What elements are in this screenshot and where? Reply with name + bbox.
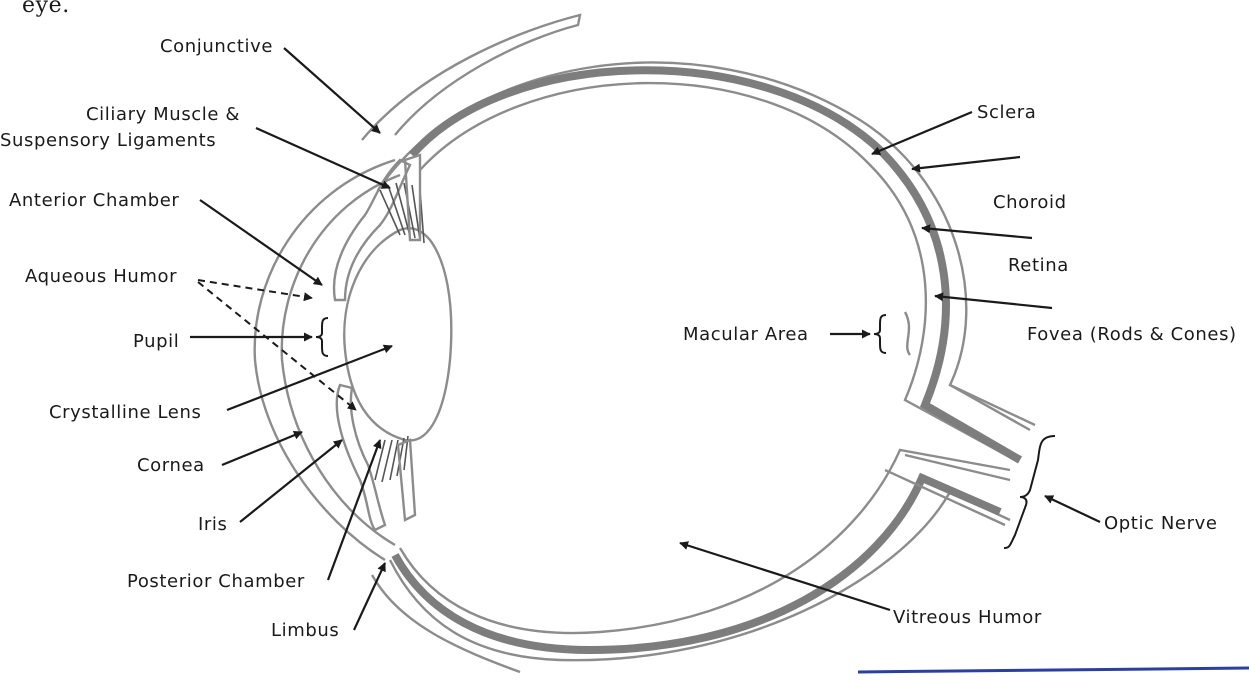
label-optic-nerve: Optic Nerve <box>1104 513 1218 534</box>
label-retina: Retina <box>1008 255 1069 276</box>
label-ciliary-line1: Ciliary Muscle & <box>86 104 240 125</box>
brace-pupil <box>316 318 328 356</box>
arrow-fovea <box>935 296 1052 308</box>
label-sclera: Sclera <box>977 102 1036 123</box>
arrow-posterior-chamber <box>328 440 380 580</box>
label-choroid: Choroid <box>993 192 1067 213</box>
cornea-inner <box>282 175 400 545</box>
arrow-anterior-chamber <box>200 200 322 285</box>
crystalline-lens <box>344 228 451 440</box>
label-posterior-chamber: Posterior Chamber <box>127 571 305 592</box>
arrow-optic-nerve <box>1045 496 1100 522</box>
arrow-ciliary <box>256 128 390 188</box>
brace-macular-area <box>874 315 886 353</box>
arrow-sclera <box>872 112 972 154</box>
caption-fragment: eye. <box>22 0 70 18</box>
macula-dip <box>905 312 910 355</box>
label-pupil: Pupil <box>133 331 179 352</box>
arrow-limbus <box>354 563 385 630</box>
bottom-rule <box>858 668 1249 672</box>
label-macular-area: Macular Area <box>683 324 809 345</box>
arrow-vitreous-humor <box>680 543 890 610</box>
label-ciliary-line2: Suspensory Ligaments <box>0 130 216 151</box>
arrow-choroid <box>912 157 1020 169</box>
label-anterior-chamber: Anterior Chamber <box>9 190 179 211</box>
label-fovea: Fovea (Rods & Cones) <box>1027 324 1237 345</box>
label-aqueous-humor: Aqueous Humor <box>25 266 177 287</box>
optic-nerve-top <box>950 385 1035 425</box>
label-limbus: Limbus <box>271 620 339 641</box>
label-vitreous-humor: Vitreous Humor <box>893 607 1042 628</box>
label-iris: Iris <box>198 514 228 535</box>
arrow-conjunctive <box>284 48 380 133</box>
cornea-outer <box>255 160 395 560</box>
choroid-band-upper <box>412 70 1020 460</box>
arrow-crystalline-lens <box>227 346 392 410</box>
eyeball <box>255 15 1035 672</box>
label-conjunctive: Conjunctive <box>160 36 273 57</box>
label-cornea: Cornea <box>137 455 205 476</box>
label-crystalline-lens: Crystalline Lens <box>49 402 201 423</box>
